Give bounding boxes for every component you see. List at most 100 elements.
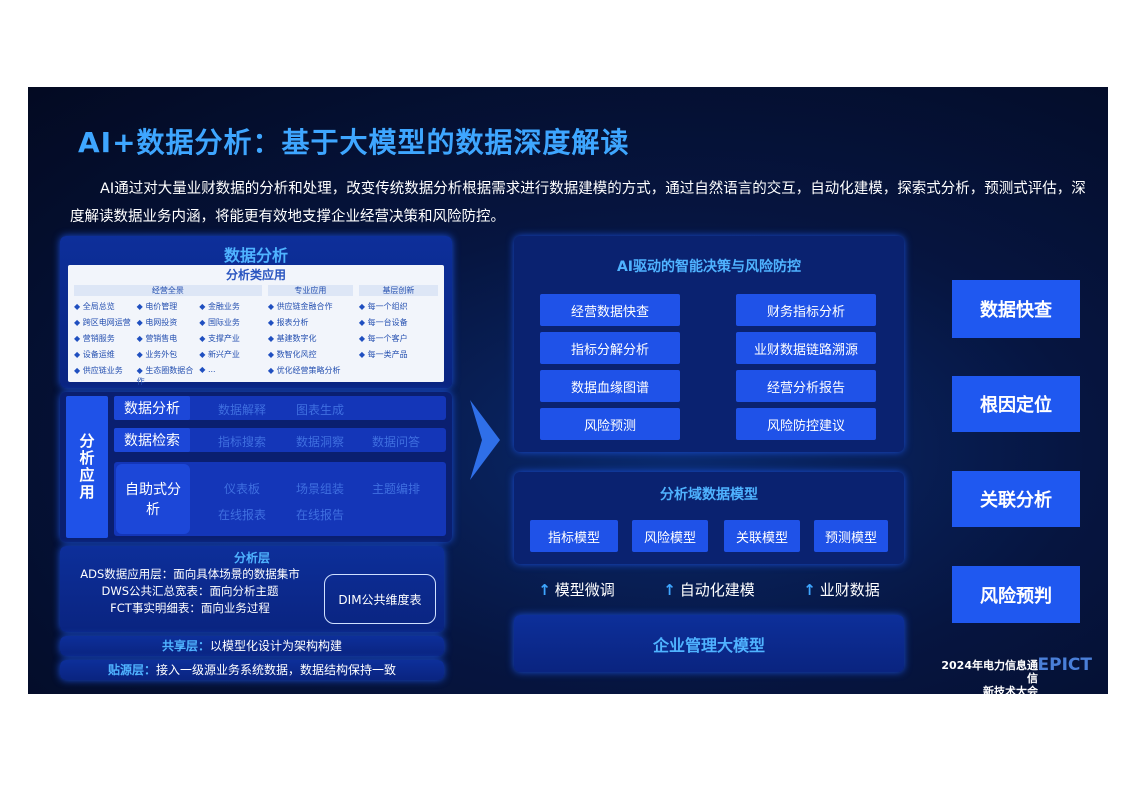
layer-line: DWS公共汇总宽表：面向分析主题 <box>101 584 279 598</box>
decision-item[interactable]: 指标分解分析 <box>540 332 680 364</box>
app-item[interactable]: ◆ ... <box>199 365 262 387</box>
decision-item[interactable]: 数据血缘图谱 <box>540 370 680 402</box>
decision-item[interactable]: 财务指标分析 <box>736 294 876 326</box>
base-model-box: 企业管理大模型 <box>514 615 904 672</box>
app-item-label: 每一个组织 <box>367 302 408 311</box>
app-item-label: 每一台设备 <box>367 318 408 327</box>
layer-title: 分析层 <box>233 551 270 565</box>
app-item[interactable]: ◆ 电网投资 <box>137 317 200 328</box>
app-group: 专业应用◆ 供应链金融合作◆ 报表分析◆ 基建数字化◆ 数智化风控◆ 优化经营策… <box>267 285 353 387</box>
app-item[interactable]: ◆ 每一类产品 <box>359 349 438 360</box>
app-item-label: 供应链金融合作 <box>276 302 333 311</box>
app-icon: ◆ <box>74 302 81 311</box>
app-item[interactable]: ◆ 每一个客户 <box>359 333 438 344</box>
layer-lines: ADS数据应用层：面向具体场景的数据集市 DWS公共汇总宽表：面向分析主题 FC… <box>70 566 310 617</box>
page-title: AI+数据分析：基于大模型的数据深度解读 <box>78 126 630 159</box>
side-label: 分析应用 <box>66 396 108 538</box>
app-icon: ◆ <box>267 350 275 359</box>
analysis-app-panel: 分析应用 数据分析 数据解释 图表生成 数据检索 指标搜索 数据洞察 数据问答 … <box>60 392 452 542</box>
app-icon: ◆ <box>199 318 206 327</box>
app-item-label: 设备运维 <box>82 350 115 359</box>
model-item[interactable]: 关联模型 <box>724 520 800 552</box>
app-item-label: 每一类产品 <box>367 350 408 359</box>
app-item[interactable]: ◆ 报表分析 <box>268 317 353 328</box>
app-item[interactable]: ◆ 数智化风控 <box>268 349 353 360</box>
app-item[interactable]: ◆ 支撑产业 <box>199 333 262 344</box>
app-group: 基层创新◆ 每一个组织◆ 每一台设备◆ 每一个客户◆ 每一类产品 <box>358 285 438 387</box>
decision-item[interactable]: 风险防控建议 <box>736 408 876 440</box>
app-item[interactable]: ◆ 营销售电 <box>137 333 200 344</box>
app-icon: ◆ <box>199 302 206 311</box>
layer-line: ADS数据应用层：面向具体场景的数据集市 <box>80 567 300 581</box>
chevron-right-icon <box>470 400 500 480</box>
row-item[interactable]: 图表生成 <box>296 403 345 417</box>
app-item-label: 金融业务 <box>207 302 240 311</box>
model-item[interactable]: 指标模型 <box>530 520 618 552</box>
decision-item[interactable]: 经营数据快查 <box>540 294 680 326</box>
row-item[interactable]: 指标搜索 <box>218 435 267 449</box>
app-item-label: 业务外包 <box>145 350 178 359</box>
app-item[interactable]: ◆ 跨区电网运营 <box>74 317 137 328</box>
app-icon: ◆ <box>136 334 143 343</box>
app-item[interactable]: ◆ 业务外包 <box>137 349 200 360</box>
decision-item[interactable]: 经营分析报告 <box>736 370 876 402</box>
app-icon: ◆ <box>74 350 81 359</box>
app-item-label: 支撑产业 <box>207 334 240 343</box>
app-item[interactable]: ◆ 每一台设备 <box>359 317 438 328</box>
slide: AI+数据分析：基于大模型的数据深度解读 AI通过对大量业财数据的分析和处理，改… <box>28 87 1108 698</box>
app-item[interactable]: ◆ 生态圈数据合作 <box>137 365 200 387</box>
app-item[interactable]: ◆ 金融业务 <box>199 301 262 312</box>
row-item[interactable]: 在线报表 <box>218 508 267 522</box>
app-row: 数据分析 数据解释 图表生成 <box>114 396 446 420</box>
intro-paragraph: AI通过对大量业财数据的分析和处理，改变传统数据分析根据需求进行数据建模的方式，… <box>70 181 1086 225</box>
row-item[interactable]: 仪表板 <box>224 482 261 496</box>
data-analysis-panel: 数据分析 分析类应用 经营全景◆ 全局总览◆ 电价管理◆ 金融业务◆ 跨区电网运… <box>60 236 452 388</box>
app-item[interactable]: ◆ 新兴产业 <box>199 349 262 360</box>
decision-title: AI驱动的智能决策与风险防控 <box>616 259 802 275</box>
row-item[interactable]: 数据解释 <box>218 403 267 417</box>
app-icon: ◆ <box>74 366 81 375</box>
app-item-label: 电网投资 <box>145 318 178 327</box>
decision-item[interactable]: 风险预测 <box>540 408 680 440</box>
right-button[interactable]: 关联分析 <box>952 471 1080 527</box>
row-label[interactable]: 数据检索 <box>114 428 190 452</box>
app-item[interactable]: ◆ 国际业务 <box>199 317 262 328</box>
app-item[interactable]: ◆ 电价管理 <box>137 301 200 312</box>
panel-header: 数据分析 <box>223 246 288 265</box>
model-item[interactable]: 风险模型 <box>632 520 708 552</box>
right-button[interactable]: 数据快查 <box>952 280 1080 338</box>
app-item[interactable]: ◆ 供应链金融合作 <box>268 301 353 312</box>
app-item[interactable]: ◆ 基建数字化 <box>268 333 353 344</box>
row-item[interactable]: 数据问答 <box>372 435 421 449</box>
app-item-label: 优化经营策略分析 <box>276 366 341 375</box>
app-item[interactable]: ◆ 营销服务 <box>74 333 137 344</box>
arrow-label: ↑模型微调 <box>538 579 615 600</box>
app-item[interactable]: ◆ 设备运维 <box>74 349 137 360</box>
app-groups: 经营全景◆ 全局总览◆ 电价管理◆ 金融业务◆ 跨区电网运营◆ 电网投资◆ 国际… <box>68 283 444 389</box>
app-group: 经营全景◆ 全局总览◆ 电价管理◆ 金融业务◆ 跨区电网运营◆ 电网投资◆ 国际… <box>74 285 262 387</box>
row-item[interactable]: 数据洞察 <box>296 435 345 449</box>
row-item[interactable]: 主题编排 <box>372 482 421 496</box>
row-label[interactable]: 数据分析 <box>114 396 190 420</box>
app-item[interactable]: ◆ 全局总览 <box>74 301 137 312</box>
row-label[interactable]: 自助式分析 <box>116 464 190 534</box>
app-item[interactable]: ◆ 供应链业务 <box>74 365 137 387</box>
right-button[interactable]: 根因定位 <box>952 376 1080 432</box>
app-item[interactable]: ◆ 每一个组织 <box>359 301 438 312</box>
app-icon: ◆ <box>199 334 206 343</box>
app-item-label: 基建数字化 <box>276 334 317 343</box>
arrow-label: ↑业财数据 <box>803 579 880 600</box>
decision-item[interactable]: 业财数据链路溯源 <box>736 332 876 364</box>
decision-panel: AI驱动的智能决策与风险防控 经营数据快查 财务指标分析指标分解分析 业财数据链路溯… <box>514 236 904 452</box>
right-button[interactable]: 风险预判 <box>952 566 1080 623</box>
row-item[interactable]: 在线报告 <box>296 508 345 522</box>
logo-line: 2024年电力信息通信 <box>941 659 1038 685</box>
app-item-label: 供应链业务 <box>82 366 123 375</box>
row-item[interactable]: 场景组装 <box>296 482 345 496</box>
source-label: 贴源层： <box>107 663 156 677</box>
app-item-label: ... <box>207 365 216 374</box>
app-item[interactable]: ◆ 优化经营策略分析 <box>268 365 353 376</box>
app-item-label: 全局总览 <box>82 302 115 311</box>
model-item[interactable]: 预测模型 <box>814 520 888 552</box>
group-title: 专业应用 <box>267 285 353 296</box>
